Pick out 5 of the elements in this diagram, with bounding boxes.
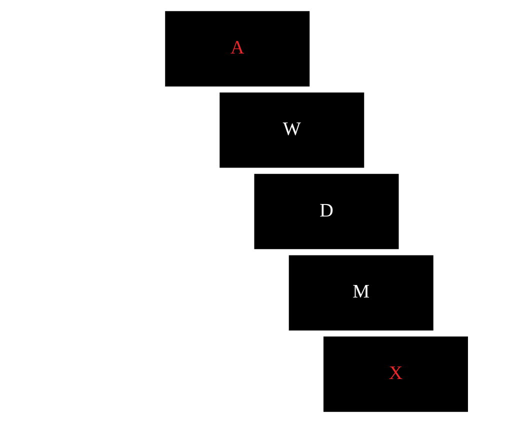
node-box: M (288, 255, 434, 330)
node-box: D (254, 174, 399, 250)
node-box: A (165, 11, 310, 86)
node-box: X (323, 336, 468, 412)
node-box: W (220, 92, 364, 168)
